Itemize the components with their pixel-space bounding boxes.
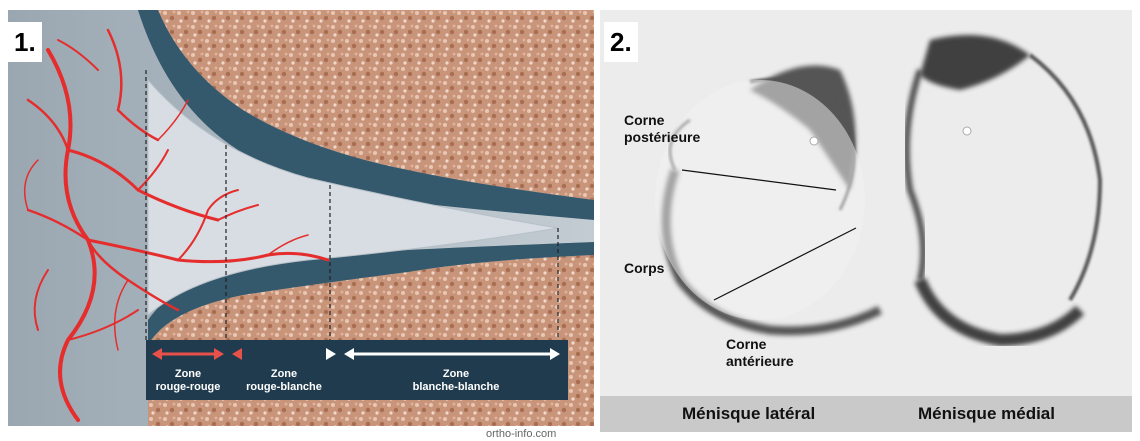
zone-red-white-line2: rouge-blanche <box>230 381 338 394</box>
radiograph-image <box>600 10 1132 396</box>
zone-red-white-line1: Zone <box>230 368 338 381</box>
zone-red-red-line2: rouge-rouge <box>148 381 228 394</box>
zone-red-red-line1: Zone <box>148 368 228 381</box>
zone-white-white-line2: blanche-blanche <box>346 381 566 394</box>
zone-legend: Zone rouge-rouge Zone rouge-blanche Zone… <box>146 340 568 400</box>
vascular-zones-illustration: 1. Zone rouge-rouge <box>8 10 594 426</box>
image-credit: ortho-info.com <box>486 428 556 440</box>
zone-white-white-label: Zone blanche-blanche <box>346 368 566 394</box>
arrow-red-red <box>152 348 224 360</box>
zone-red-red-label: Zone rouge-rouge <box>148 368 228 394</box>
anterior-horn-line2: antérieure <box>726 353 794 370</box>
posterior-horn-line1: Corne <box>624 112 700 129</box>
arrow-white-white <box>344 348 560 360</box>
lateral-meniscus-caption: Ménisque latéral <box>682 404 815 424</box>
panel-number-1: 1. <box>8 22 42 62</box>
meniscus-radiograph: 2. Corne postérieure Corps Corne antérie… <box>600 10 1132 432</box>
zone-red-white-label: Zone rouge-blanche <box>230 368 338 394</box>
arrow-red-white <box>232 348 336 360</box>
panel-number-2: 2. <box>604 22 638 62</box>
posterior-horn-line2: postérieure <box>624 129 700 146</box>
posterior-horn-label: Corne postérieure <box>624 112 700 146</box>
anterior-horn-label: Corne antérieure <box>726 336 794 370</box>
medial-meniscus-caption: Ménisque médial <box>918 404 1055 424</box>
body-label: Corps <box>624 260 664 277</box>
zone-white-white-line1: Zone <box>346 368 566 381</box>
anterior-horn-line1: Corne <box>726 336 794 353</box>
